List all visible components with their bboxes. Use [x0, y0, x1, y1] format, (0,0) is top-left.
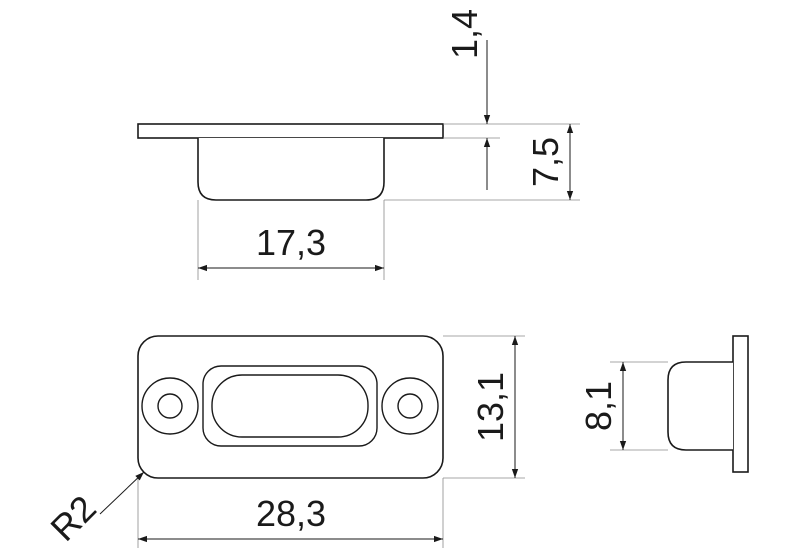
dim-side-pocket-height: 8,1: [578, 381, 619, 431]
screw-hole-left-inner: [157, 393, 183, 419]
dim-depth: 7,5: [525, 137, 566, 187]
plate-outline: [137, 335, 444, 479]
pocket-body: [197, 138, 385, 201]
plan-view: [99, 335, 525, 548]
flange-plate: [137, 123, 444, 139]
front-profile-view: [137, 40, 580, 280]
slot-inner: [211, 374, 369, 438]
screw-hole-right-inner: [397, 393, 423, 419]
side-flange: [732, 335, 749, 473]
dim-corner-radius: R2: [42, 487, 104, 549]
dim-overall-height: 13,1: [470, 372, 511, 442]
side-view: [610, 335, 749, 473]
dim-overall-length: 28,3: [256, 493, 326, 534]
side-pocket: [667, 361, 733, 451]
slot-outer: [202, 365, 378, 447]
dim-pocket-width: 17,3: [256, 222, 326, 263]
screw-hole-right-outer: [381, 377, 439, 435]
screw-hole-left-outer: [141, 377, 199, 435]
dim-plate-thickness: 1,4: [444, 9, 485, 59]
